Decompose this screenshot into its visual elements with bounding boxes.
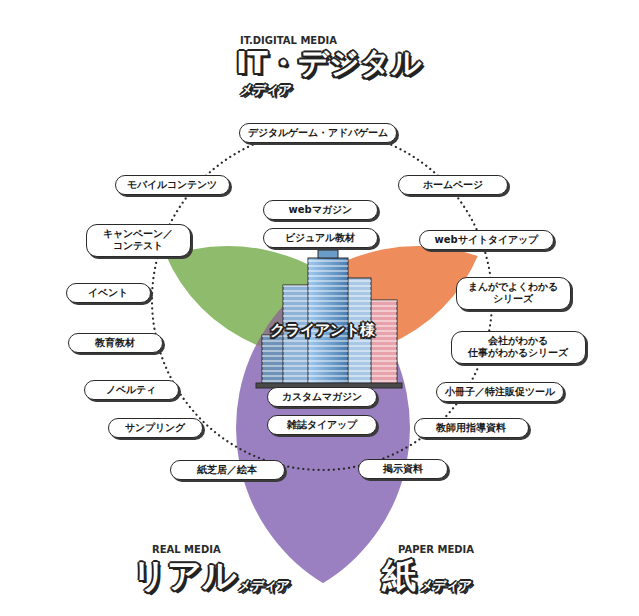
media-title: リアル <box>132 557 237 594</box>
media-pill: webマガジン <box>263 200 378 221</box>
media-pill: キャンペーン／ コンテスト <box>86 224 191 257</box>
media-pill: モバイルコンテンツ <box>115 175 230 196</box>
media-pill: 掲示資料 <box>358 459 448 480</box>
media-title: 紙 <box>382 557 416 594</box>
pill-text: ビジュアル教材 <box>272 232 369 245</box>
media-pill: 教育教材 <box>68 333 163 354</box>
media-title: メディア <box>420 579 472 593</box>
media-pill: 雑誌タイアップ <box>267 415 377 436</box>
center-label: クライアント様 <box>270 321 375 340</box>
pill-text: 教師用指導資料 <box>423 422 520 435</box>
pill-text: ホームページ <box>407 179 499 192</box>
pill-text: 教育教材 <box>77 337 154 350</box>
pill-text: 紙芝居／絵本 <box>179 464 276 477</box>
media-pill: 教師用指導資料 <box>414 418 529 439</box>
pill-text: ノベルティ <box>93 384 170 397</box>
media-pill: ホームページ <box>398 175 508 196</box>
media-title: IT・デジタル <box>236 46 422 79</box>
media-pill: 紙芝居／絵本 <box>170 460 285 481</box>
pill-text: 掲示資料 <box>367 463 439 476</box>
media-pill: ノベルティ <box>84 380 179 401</box>
pill-text: キャンペーン／ コンテスト <box>98 228 178 253</box>
media-subtitle: REAL MEDIA <box>152 544 221 555</box>
pill-text: カスタムマガジン <box>276 391 368 404</box>
media-title: メディア <box>238 579 290 593</box>
media-subtitle: IT.DIGITAL MEDIA <box>240 35 337 46</box>
media-pill: デジタルゲーム・アドバゲーム <box>239 123 397 144</box>
pill-text: デジタルゲーム・アドバゲーム <box>248 127 388 140</box>
pill-text: 雑誌タイアップ <box>276 419 368 432</box>
pill-text: イベント <box>75 287 142 300</box>
pill-text: webマガジン <box>272 204 369 217</box>
media-pill: 小冊子／特注販促ツール <box>436 382 564 403</box>
media-pill: まんがでよくわかる シリーズ <box>456 277 571 310</box>
pill-text: 小冊子／特注販促ツール <box>445 386 555 399</box>
pill-text: サンプリング <box>117 422 194 435</box>
media-subtitle: PAPER MEDIA <box>398 544 474 555</box>
media-pill: webサイトタイアップ <box>419 230 554 251</box>
media-pill: ビジュアル教材 <box>263 228 378 249</box>
media-pill: 会社がわかる 仕事がわかるシリーズ <box>451 331 586 364</box>
media-title: メディア <box>240 83 292 97</box>
pill-text: まんがでよくわかる シリーズ <box>466 281 561 306</box>
media-pill: イベント <box>66 283 151 304</box>
media-pill: サンプリング <box>108 418 203 439</box>
pill-text: 会社がわかる 仕事がわかるシリーズ <box>464 335 572 360</box>
media-pill: カスタムマガジン <box>267 387 377 408</box>
pill-text: webサイトタイアップ <box>428 234 545 247</box>
pill-text: モバイルコンテンツ <box>124 179 221 192</box>
